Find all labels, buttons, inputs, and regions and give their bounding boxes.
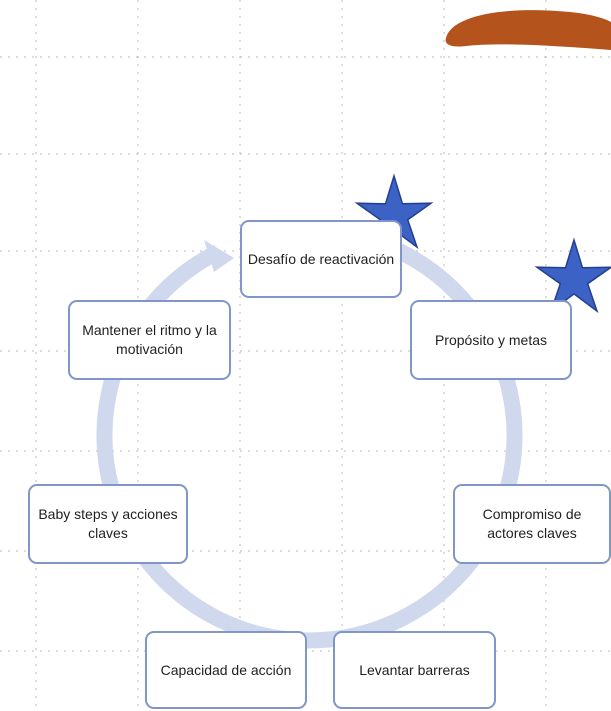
step-compromiso-de-actores-claves: Compromiso de actores claves: [453, 484, 611, 564]
step-label: Capacidad de acción: [160, 661, 292, 678]
step-label: Levantar barreras: [359, 661, 470, 678]
step-baby-steps-y-acciones-claves: Baby steps y acciones claves: [28, 484, 188, 564]
star-icon: [534, 237, 611, 314]
step-label: Baby steps y acciones claves: [38, 506, 178, 541]
step-label: Propósito y metas: [434, 331, 548, 348]
step-levantar-barreras: Levantar barreras: [333, 631, 496, 709]
cycle-arrow: [96, 243, 523, 649]
step-label: Compromiso de actores claves: [482, 506, 582, 541]
step-desafio-de-reactivacion: Desafío de reactivación: [240, 220, 402, 298]
orange-brush-stroke: [445, 10, 611, 51]
cycle-arrow-head: [204, 240, 234, 272]
step-capacidad-de-accion: Capacidad de acción: [145, 631, 307, 709]
step-label: Mantener el ritmo y la motivación: [82, 322, 217, 357]
step-mantener-el-ritmo-y-la-motivacion: Mantener el ritmo y la motivación: [68, 300, 231, 380]
step-label: Desafío de reactivación: [247, 250, 395, 267]
step-proposito-y-metas: Propósito y metas: [410, 300, 572, 380]
